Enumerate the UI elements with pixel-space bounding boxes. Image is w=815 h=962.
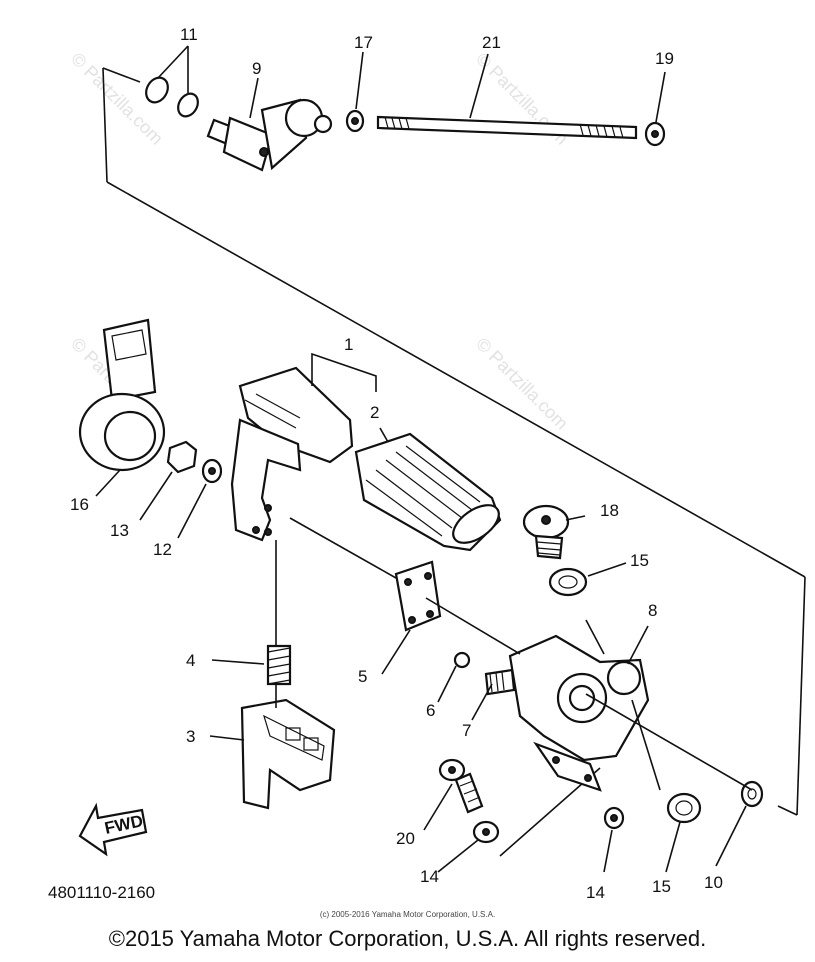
assembly-frame: [102, 67, 806, 857]
part-16-guide: [78, 318, 166, 472]
part-1-lever: [230, 366, 354, 542]
callout-4: 4: [186, 651, 195, 670]
part-17-bolt: [522, 504, 570, 560]
part-21-rod: [376, 115, 638, 140]
callout-1: 1: [344, 335, 353, 354]
callout-17: 18: [600, 501, 619, 520]
part-15-washer-upper: [548, 567, 588, 597]
callout-10: 10: [704, 873, 723, 892]
callout-3: 3: [186, 727, 195, 746]
part-19-nut: [345, 109, 365, 133]
part-15-washer-lower: [666, 792, 702, 824]
part-5-plate: [394, 560, 442, 632]
fwd-arrow: FWD: [78, 802, 148, 857]
drawing-number: 4801110-2160: [48, 883, 155, 902]
copyright-notice: ©2015 Yamaha Motor Corporation, U.S.A. A…: [108, 926, 707, 951]
callout-12: 12: [153, 540, 172, 559]
part-9-ball-joint: [206, 98, 333, 172]
part-4-spring: [266, 644, 292, 686]
callout-11: 11: [180, 25, 198, 44]
callout-13: 13: [110, 521, 129, 540]
watermark-mid-right: © Partzilla.com: [472, 334, 572, 434]
part-7-pin: [484, 668, 516, 696]
part-2-grip: [354, 432, 502, 552]
callout-15-upper: 15: [630, 551, 649, 570]
part-3-bracket: [240, 698, 336, 810]
callout-19: 17: [354, 33, 373, 52]
callout-9: 9: [252, 59, 261, 78]
callout-8: 8: [648, 601, 657, 620]
leader-lines: [95, 45, 753, 873]
small-copyright: (c) 2005-2016 Yamaha Motor Corporation, …: [319, 910, 496, 919]
part-6-ball: [453, 651, 471, 669]
callout-2: 2: [370, 403, 379, 422]
part-8-housing: [508, 634, 650, 792]
callout-6: 6: [426, 701, 435, 720]
callout-15-lower: 15: [652, 877, 671, 896]
callout-14-right: 14: [586, 883, 605, 902]
callout-5: 5: [358, 667, 367, 686]
part-12-washer: [201, 458, 223, 484]
part-14-washer-left: [472, 820, 500, 844]
callout-14-left: 14: [420, 867, 439, 886]
callout-21: 21: [482, 33, 501, 52]
part-11-o-rings: [145, 76, 199, 118]
part-20-nut: [644, 121, 666, 147]
callouts: 11 9 17 21 19 1 2 16 13 12 18 15 8 4 5 6…: [48, 25, 723, 902]
part-18-bolt: [438, 758, 484, 814]
part-13-nut: [166, 440, 198, 474]
callout-20: 19: [655, 49, 674, 68]
callout-7: 7: [462, 721, 471, 740]
callout-16: 16: [70, 495, 89, 514]
part-14-washer-right: [603, 806, 625, 830]
callout-18: 20: [396, 829, 415, 848]
